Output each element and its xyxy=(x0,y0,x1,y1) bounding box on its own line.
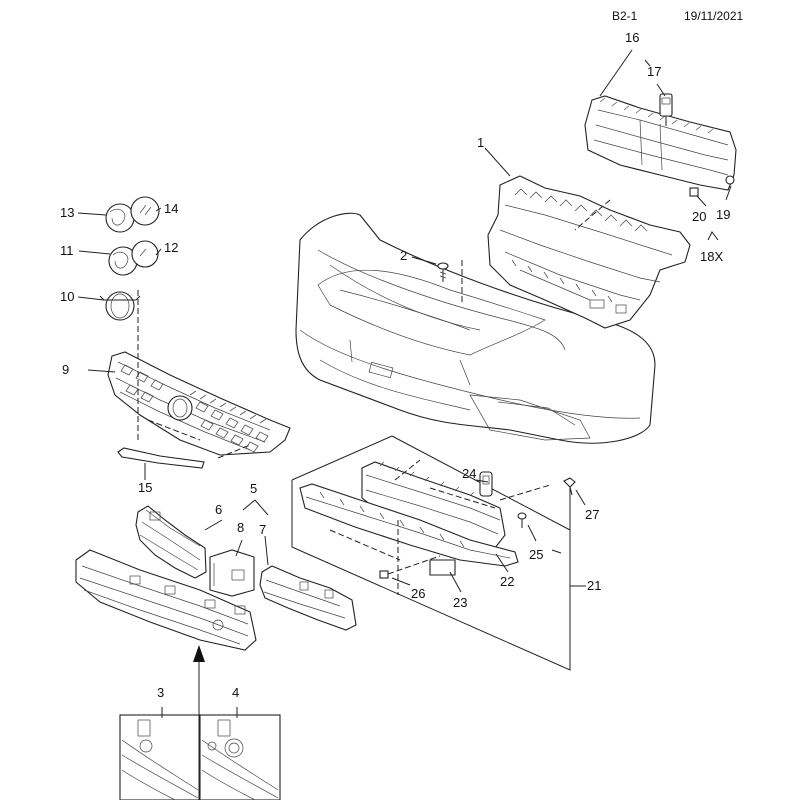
callout-6: 6 xyxy=(215,502,222,517)
detail-inset-part-4 xyxy=(199,714,281,800)
alignment-dashed-lines xyxy=(137,199,611,595)
front-bumper-fascia xyxy=(295,212,656,444)
callout-26: 26 xyxy=(411,586,425,601)
clip-part-20 xyxy=(689,187,699,197)
callout-3: 3 xyxy=(157,685,164,700)
callout-15: 15 xyxy=(138,480,152,495)
screw-part-27 xyxy=(563,477,576,496)
clip-part-19 xyxy=(725,175,735,185)
callout-1: 1 xyxy=(477,135,484,150)
reinforcement-part-23 xyxy=(299,483,519,576)
callout-17: 17 xyxy=(647,64,661,79)
callout-10: 10 xyxy=(60,289,74,304)
main-grille-part-9 xyxy=(107,351,291,456)
bracket-rib-pattern xyxy=(511,188,648,303)
grille-mesh-pattern xyxy=(120,364,269,453)
trim-strip-part-15 xyxy=(117,447,205,469)
page-reference: B2-1 xyxy=(612,9,638,23)
callout-25: 25 xyxy=(529,547,543,562)
shutter-actuator-part-17 xyxy=(659,93,673,126)
callout-16: 16 xyxy=(625,30,639,45)
upper-lower-grille-part-6 xyxy=(135,505,207,579)
callout-27: 27 xyxy=(585,507,599,522)
callout-7: 7 xyxy=(259,522,266,537)
callout-21: 21 xyxy=(587,578,601,593)
callout-14: 14 xyxy=(164,201,178,216)
callout-13: 13 xyxy=(60,205,74,220)
side-grille-part-7 xyxy=(259,565,357,631)
emblem-part-10 xyxy=(99,291,141,321)
callout-9: 9 xyxy=(62,362,69,377)
callout-labels: 1 2 3 4 5 6 7 8 9 10 11 12 13 14 15 16 1… xyxy=(60,30,730,700)
callout-4: 4 xyxy=(232,685,239,700)
callout-20: 20 xyxy=(692,209,706,224)
callout-18x: 18X xyxy=(700,249,723,264)
callout-22: 22 xyxy=(500,574,514,589)
callout-23: 23 xyxy=(453,595,467,610)
callout-2: 2 xyxy=(400,248,407,263)
cover-plate-part-8 xyxy=(209,549,255,597)
diagram-date: 19/11/2021 xyxy=(684,9,743,23)
detail-inset-part-3 xyxy=(119,714,201,800)
callout-8: 8 xyxy=(237,520,244,535)
nut-part-26 xyxy=(379,570,389,579)
subassembly-frame xyxy=(291,435,571,671)
callout-5: 5 xyxy=(250,481,257,496)
sensor-part-24 xyxy=(479,471,493,497)
callout-11: 11 xyxy=(60,243,74,258)
leader-lines xyxy=(77,49,732,718)
bumper-upper-opening xyxy=(317,269,546,356)
callout-19: 19 xyxy=(716,207,730,222)
callout-24: 24 xyxy=(462,466,476,481)
badge-part-13 xyxy=(105,203,135,233)
badge-cover-part-12 xyxy=(131,240,159,268)
upper-bracket-part-1 xyxy=(487,175,691,329)
badge-cover-part-14 xyxy=(130,196,160,226)
lower-grille-assembly xyxy=(75,549,257,651)
screw-part-25 xyxy=(517,512,527,528)
inset-pointer-arrow xyxy=(193,645,205,800)
screw-part-2 xyxy=(437,262,449,282)
callout-12: 12 xyxy=(164,240,178,255)
